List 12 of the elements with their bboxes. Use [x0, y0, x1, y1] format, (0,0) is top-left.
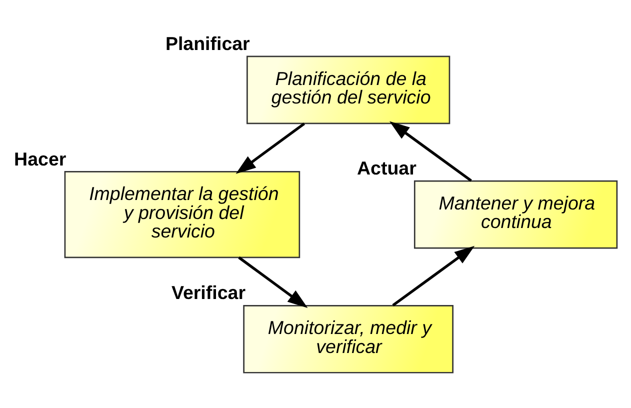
node-label: Verificar: [171, 282, 246, 303]
node-box: Mantener y mejora continua: [414, 180, 618, 248]
node-box: Planificación de la gestión del servicio: [246, 55, 450, 124]
node-label: Actuar: [357, 157, 416, 178]
node-box: Monitorizar, medir y verificar: [243, 304, 454, 373]
node-label: Planificar: [165, 32, 250, 54]
node-label: Hacer: [14, 148, 66, 169]
arrow: [236, 122, 306, 174]
arrow: [389, 120, 472, 182]
arrow: [392, 245, 475, 306]
arrow: [238, 256, 308, 308]
node-box: Implementar la gestión y provisión del servicio: [64, 170, 300, 258]
